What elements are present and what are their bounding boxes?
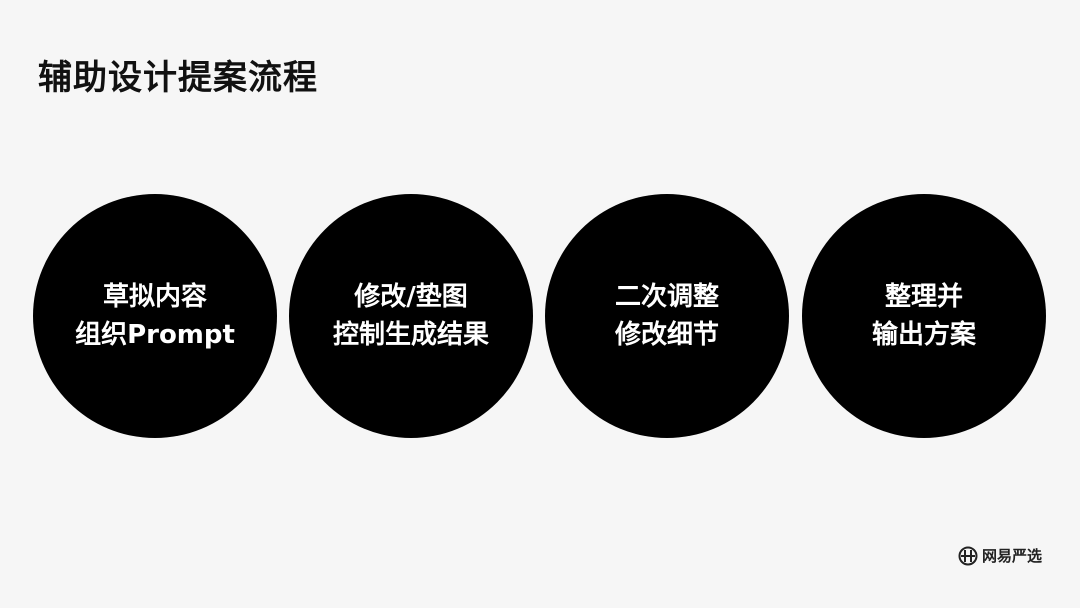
step-1-line-2: 组织Prompt xyxy=(75,320,235,350)
step-3-line-2: 修改细节 xyxy=(614,320,719,350)
step-circle-3: 二次调整 修改细节 xyxy=(545,194,789,438)
step-1-line-1: 草拟内容 xyxy=(102,282,207,312)
brand-name: 网易严选 xyxy=(981,547,1042,565)
step-circle-1: 草拟内容 组织Prompt xyxy=(33,194,277,438)
step-3-line-1: 二次调整 xyxy=(614,282,719,312)
step-4-line-2: 输出方案 xyxy=(871,320,976,350)
brand-mark: 网易严选 xyxy=(958,545,1042,566)
step-2-line-1: 修改/垫图 xyxy=(354,282,468,312)
step-circle-2: 修改/垫图 控制生成结果 xyxy=(289,194,533,438)
step-circle-4: 整理并 输出方案 xyxy=(802,194,1046,438)
step-2-line-2: 控制生成结果 xyxy=(332,320,489,350)
netease-yanxuan-logo-icon xyxy=(958,546,978,566)
page-title: 辅助设计提案流程 xyxy=(38,58,318,98)
step-4-line-1: 整理并 xyxy=(884,282,963,312)
